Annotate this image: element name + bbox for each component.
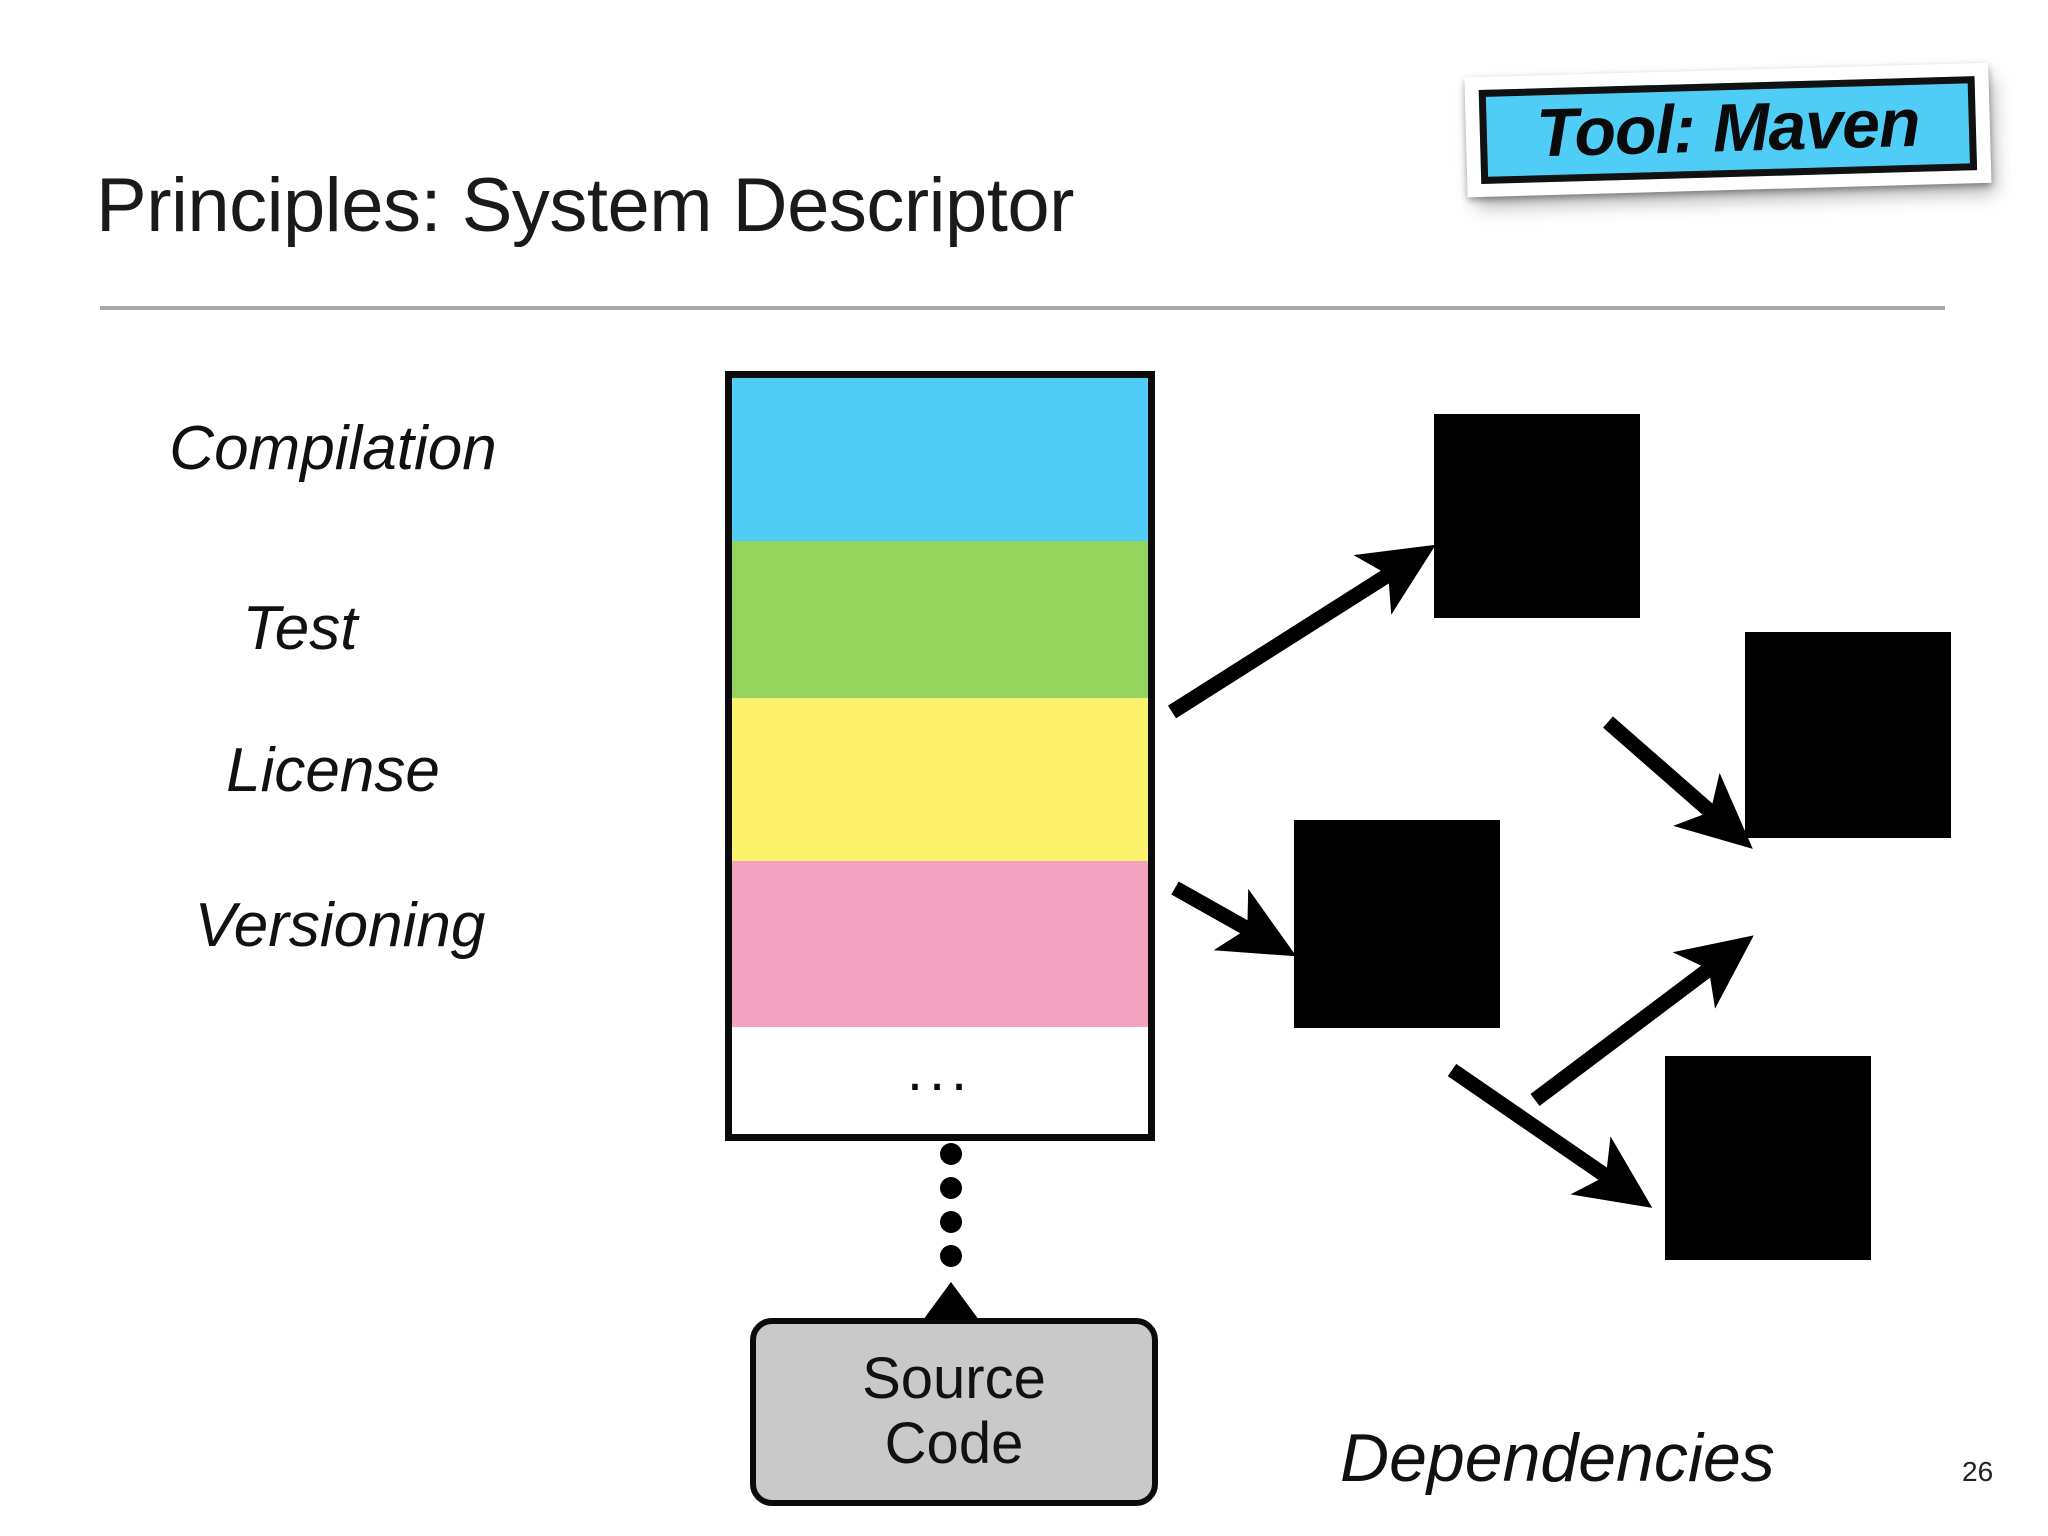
edge-source-code-to-descriptor <box>923 1143 979 1320</box>
page-number: 26 <box>1962 1456 1994 1487</box>
descriptor-band-test <box>732 541 1148 698</box>
edge-descriptor-to-top <box>1167 544 1436 719</box>
edge-descriptor-to-middle-left <box>1171 881 1297 957</box>
descriptor-band-compilation <box>732 378 1148 541</box>
phase-label-test: Test <box>242 594 358 663</box>
page-title: Principles: System Descriptor <box>96 163 1075 248</box>
system-descriptor-box: ... <box>725 371 1155 1141</box>
source-code-node: Source Code <box>750 1318 1158 1506</box>
dependency-node-right <box>1745 632 1951 838</box>
edge-top-to-right <box>1603 716 1753 849</box>
title-divider <box>100 306 1945 310</box>
descriptor-band-more: ... <box>732 1027 1148 1134</box>
descriptor-band-versioning <box>732 861 1148 1027</box>
dependency-node-top <box>1434 414 1640 618</box>
source-code-label-line2: Code <box>884 1411 1024 1476</box>
phase-label-versioning: Versioning <box>194 891 486 960</box>
tool-badge-label: Tool: Maven <box>1535 84 1921 172</box>
source-code-label-line1: Source <box>862 1346 1046 1412</box>
dependencies-caption: Dependencies <box>1340 1420 1775 1496</box>
dependency-node-bottom <box>1665 1056 1871 1260</box>
edge-middle-left-to-bottom <box>1447 1063 1653 1208</box>
phase-label-compilation: Compilation <box>169 414 497 483</box>
tool-badge-frame: Tool: Maven <box>1478 76 1978 184</box>
descriptor-band-license <box>732 698 1148 861</box>
tool-badge: Tool: Maven <box>1464 62 1997 208</box>
descriptor-ellipsis: ... <box>906 1037 974 1103</box>
dependency-node-middle-left <box>1294 820 1500 1028</box>
phase-label-license: License <box>226 736 440 805</box>
